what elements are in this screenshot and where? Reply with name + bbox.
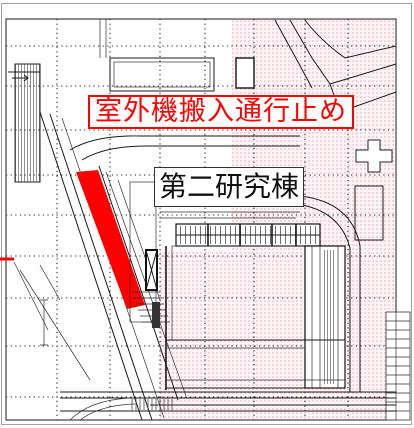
north-fence-line bbox=[99, 19, 107, 58]
north-small-structure bbox=[235, 57, 255, 89]
north-facility-outer bbox=[109, 57, 215, 92]
pedestrian-crossing bbox=[131, 399, 173, 410]
ramp-road-line bbox=[98, 165, 179, 401]
building-south-wing bbox=[165, 339, 346, 389]
east-wing-hatch bbox=[322, 250, 336, 384]
stair-block-cross bbox=[145, 249, 158, 291]
east-cross-shaped-structure bbox=[355, 139, 393, 173]
sheet-border bbox=[1, 3, 412, 425]
restricted-passage-highlight bbox=[76, 170, 145, 309]
restriction-notice-label: 室外機搬入通行止め bbox=[88, 95, 354, 129]
north-west-building-group bbox=[8, 19, 107, 183]
north-east-road-lines bbox=[274, 19, 397, 113]
south-road-lines bbox=[60, 391, 396, 412]
south-wing-inner-lines bbox=[166, 347, 345, 381]
ramp-road bbox=[39, 111, 300, 421]
north-facility-inner bbox=[113, 61, 211, 88]
east-wing-inner-lines bbox=[311, 246, 339, 388]
dimension-line bbox=[40, 299, 48, 346]
stair-arrow-mark bbox=[12, 74, 29, 82]
ramp-road-line bbox=[49, 113, 153, 421]
north-wing-partitions bbox=[207, 224, 297, 246]
drawing-frame bbox=[5, 18, 397, 421]
dotted-grid bbox=[6, 19, 396, 420]
building-north-road-edge bbox=[160, 211, 300, 219]
east-annex bbox=[354, 185, 384, 241]
west-slope-lines bbox=[13, 261, 91, 381]
legend-table bbox=[385, 311, 411, 421]
legend-table-rows bbox=[386, 312, 410, 420]
main-building bbox=[160, 211, 346, 390]
east-road-curve bbox=[295, 195, 361, 392]
building-name-label: 第二研究棟 bbox=[154, 167, 304, 207]
north-west-building bbox=[14, 63, 41, 183]
dark-equipment-pad bbox=[152, 302, 160, 328]
south-west-road-lines bbox=[69, 397, 136, 421]
access-road-curve bbox=[69, 135, 300, 161]
ramp-side-structure bbox=[129, 181, 170, 328]
ramp-road-line bbox=[39, 111, 143, 421]
